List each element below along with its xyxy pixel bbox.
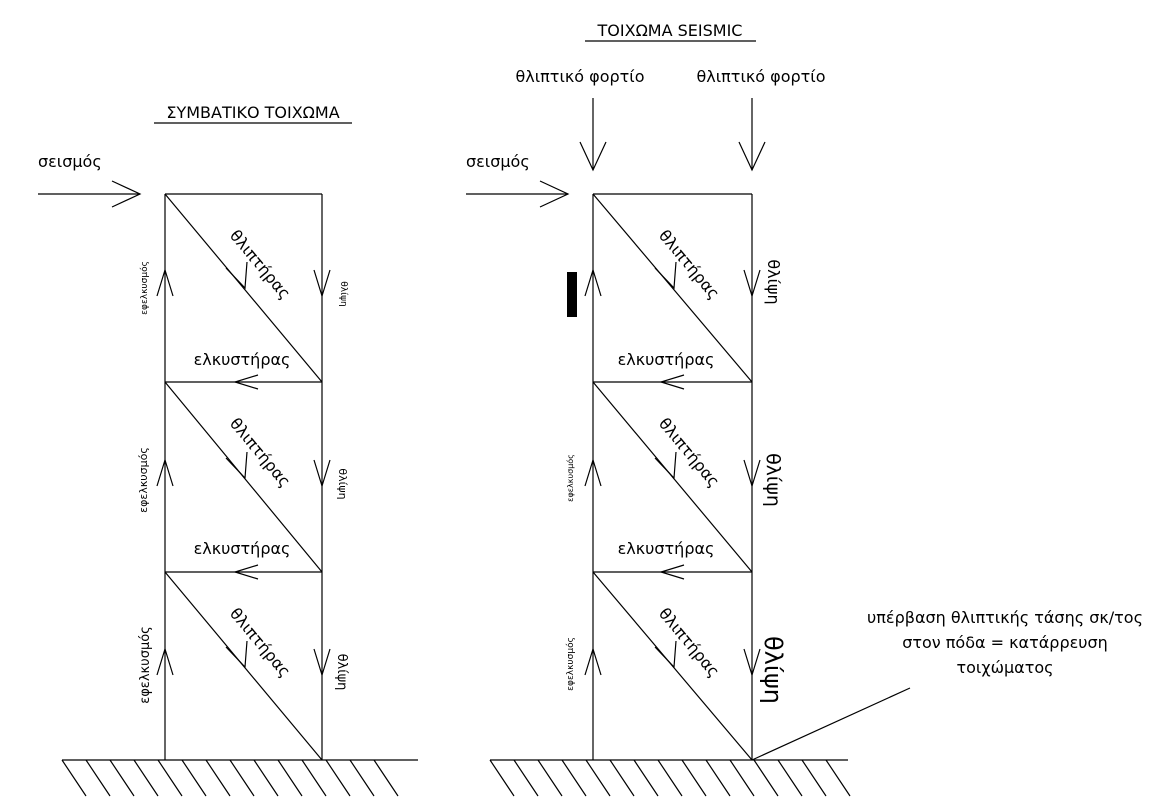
ground-hatch-line	[157, 759, 183, 797]
tie-arrow	[658, 564, 685, 580]
conventional-seismic-arrow	[38, 180, 142, 208]
ground-hatch-line	[801, 759, 827, 797]
seismic-wall-title: ΤΟΙΧΩΜΑ SEISMIC	[597, 21, 743, 40]
ground-hatch-line	[537, 759, 563, 797]
ground-hatch-line	[349, 759, 375, 797]
ground-hatch-line	[777, 759, 803, 797]
tie-arrow	[232, 374, 259, 390]
seismic-strut-label-1: θλιπτήρας	[655, 226, 724, 303]
ground-hatch-line	[681, 759, 707, 797]
ground-hatch-line	[753, 759, 779, 797]
conventional-wall: ΣΥΜΒΑΤΙΚΟ ΤΟΙΧΩΜΑ σεισμός θλιπτήρας θλιπ…	[38, 103, 418, 797]
tie-arrow	[658, 374, 685, 390]
ground-hatch-line	[513, 759, 539, 797]
strut-arrow	[225, 640, 248, 669]
strut-arrow	[654, 451, 677, 480]
ground-hatch-line	[325, 759, 351, 797]
seismic-strut-label-2: θλιπτήρας	[655, 414, 724, 491]
conventional-compression-label-1: θλίψη	[338, 281, 348, 307]
ground-hatch-line	[109, 759, 135, 797]
gravity-load-label-1: θλιπτικό φορτίο	[516, 67, 645, 86]
seismic-wall: ΤΟΙΧΩΜΑ SEISMIC θλιπτικό φορτίο θλιπτικό…	[466, 21, 1143, 797]
seismic-tension-label-3: εφελκυσμός	[565, 637, 576, 691]
ground-hatch-line	[301, 759, 327, 797]
ground-hatch-line	[561, 759, 587, 797]
conventional-wall-title: ΣΥΜΒΑΤΙΚΟ ΤΟΙΧΩΜΑ	[166, 103, 339, 122]
tension-arrow	[156, 457, 174, 487]
strut-arrow	[225, 451, 248, 480]
conventional-tension-label-2: εφελκυσμός	[137, 447, 150, 513]
conventional-compression-label-2: θλίψη	[336, 468, 349, 499]
tension-arrow	[584, 267, 602, 297]
ground-hatch-line	[585, 759, 611, 797]
failure-note-line-2: στον πόδα = κατάρρευση	[902, 633, 1108, 652]
ground-hatch-line	[705, 759, 731, 797]
conventional-strut-label-2: θλιπτήρας	[226, 414, 295, 491]
seismic-compression-label-3: θλίψη	[759, 636, 787, 704]
ground-hatch-line	[181, 759, 207, 797]
strut-arrow	[654, 261, 677, 290]
compression-arrow	[313, 459, 331, 489]
tension-arrow	[156, 267, 174, 297]
compression-arrow	[743, 269, 761, 299]
ground-hatch-line	[133, 759, 159, 797]
gravity-load-label-2: θλιπτικό φορτίο	[697, 67, 826, 86]
seismic-strut-label-3: θλιπτήρας	[655, 604, 724, 681]
ground-hatch-line	[489, 759, 515, 797]
ground-hatch-line	[729, 759, 755, 797]
seismic-compression-label-1: θλίψη	[764, 259, 783, 304]
compression-arrow	[313, 648, 331, 678]
seismic-wall-seismic-arrow	[466, 180, 570, 208]
failure-note-line-3: τοιχώματος	[956, 658, 1053, 677]
ground-hatch-line	[229, 759, 255, 797]
strut-arrow	[225, 261, 248, 290]
seismic-wall-seismic-label: σεισμός	[466, 152, 530, 171]
ground-hatch-line	[825, 759, 851, 797]
tie-arrow	[232, 564, 259, 580]
tension-arrow	[156, 646, 174, 676]
conventional-strut-label-1: θλιπτήρας	[226, 226, 295, 303]
tension-arrow	[584, 457, 602, 487]
seismic-tie-label-2: ελκυστήρας	[618, 539, 715, 558]
ground-hatch-line	[85, 759, 111, 797]
seismic-tie-label-1: ελκυστήρας	[618, 350, 715, 369]
conventional-tension-label-1: εφελκυσμός	[139, 261, 150, 315]
gravity-load-arrow-1	[579, 98, 607, 172]
ground-hatch-line	[253, 759, 279, 797]
conventional-ground	[61, 759, 418, 797]
device-marker	[567, 272, 577, 317]
ground-hatch-line	[657, 759, 683, 797]
compression-arrow	[743, 648, 761, 678]
strut-arrow	[654, 640, 677, 669]
conventional-seismic-label: σεισμός	[38, 152, 102, 171]
failure-note-line-1: υπέρβαση θλιπτικής τάσης σκ/τος	[867, 608, 1143, 627]
ground-hatch-line	[633, 759, 659, 797]
compression-arrow	[743, 459, 761, 489]
ground-hatch-line	[373, 759, 399, 797]
gravity-load-arrow-2	[738, 98, 766, 172]
conventional-tie-label-2: ελκυστήρας	[194, 539, 291, 558]
failure-leader-line	[751, 687, 911, 761]
ground-hatch-line	[61, 759, 87, 797]
ground-hatch-line	[277, 759, 303, 797]
seismic-ground	[489, 759, 851, 797]
conventional-strut-label-3: θλιπτήρας	[226, 604, 295, 681]
conventional-tension-label-3: εφελκυσμός	[138, 626, 153, 704]
conventional-compression-label-3: θλίψη	[334, 654, 349, 691]
ground-hatch-line	[205, 759, 231, 797]
seismic-tension-label-2: εφελκυσμός	[565, 454, 575, 502]
seismic-compression-label-2: θλίψη	[762, 453, 784, 507]
ground-hatch-line	[609, 759, 635, 797]
tension-arrow	[584, 646, 602, 676]
compression-arrow	[313, 269, 331, 299]
conventional-tie-label-1: ελκυστήρας	[194, 350, 291, 369]
